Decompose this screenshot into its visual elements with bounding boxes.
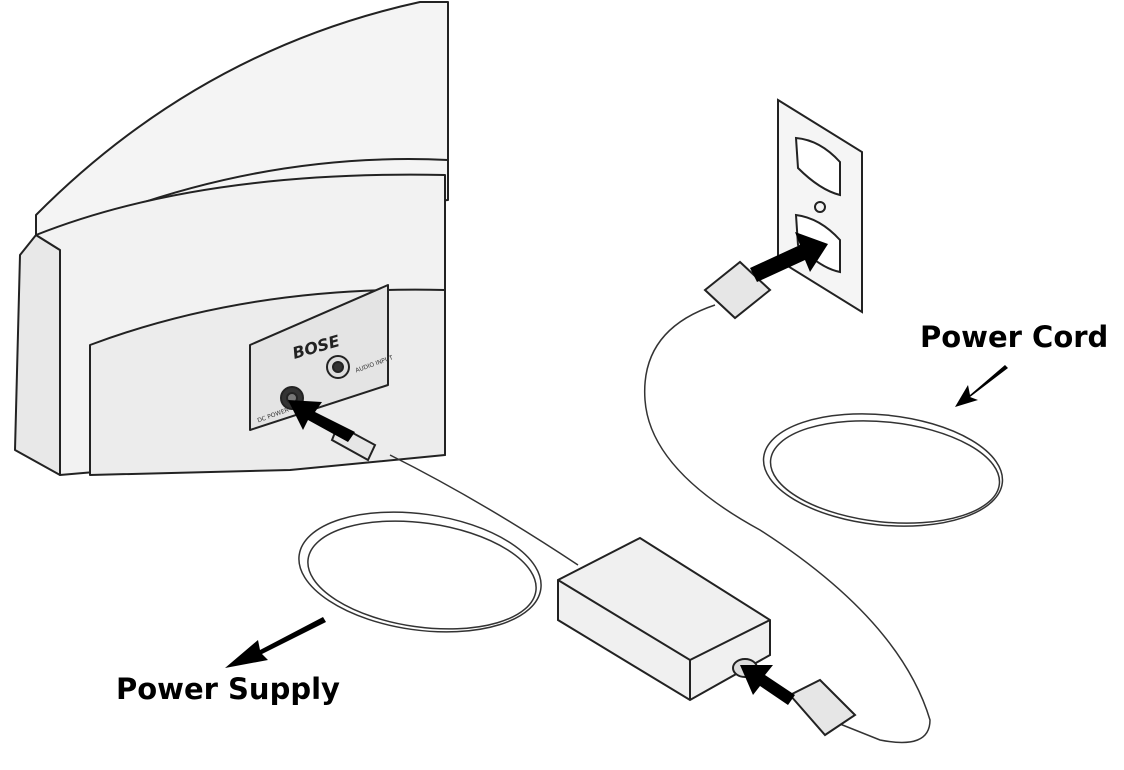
power-supply-coil bbox=[298, 511, 542, 633]
ac-plug bbox=[703, 260, 772, 320]
arrow-to-brick bbox=[740, 665, 795, 705]
speaker-dock bbox=[14, 1, 449, 476]
wall-outlet bbox=[777, 98, 863, 314]
iec-plug bbox=[788, 678, 857, 737]
power-supply-label: Power Supply bbox=[116, 672, 340, 706]
power-supply-brick bbox=[557, 536, 771, 702]
arrow-to-outlet bbox=[750, 232, 828, 282]
power-cord-coil bbox=[762, 413, 1004, 527]
insertion-arrows bbox=[225, 232, 1008, 705]
power-supply-pointer-arrow bbox=[225, 617, 326, 668]
cables bbox=[298, 304, 1004, 744]
power-supply-cable bbox=[389, 454, 579, 566]
arrow-to-dc-input bbox=[288, 400, 355, 442]
power-cord-label: Power Cord bbox=[920, 320, 1109, 354]
power-cord-pointer-arrow bbox=[955, 365, 1008, 407]
power-cord-cable bbox=[643, 304, 931, 744]
